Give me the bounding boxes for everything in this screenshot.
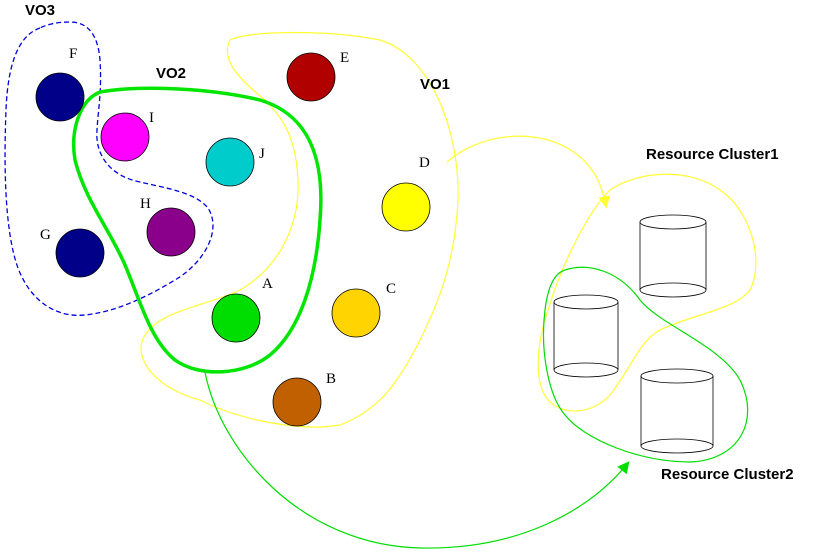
vo2-label: VO2 (156, 65, 186, 82)
cluster2-label: Resource Cluster2 (661, 466, 794, 483)
cluster1-label: Resource Cluster1 (646, 146, 779, 163)
node-f-circle (35, 72, 85, 122)
node-f-label: F (69, 46, 77, 62)
node-c-label: C (386, 281, 396, 297)
cluster2-boundary (542, 266, 749, 463)
node-h-circle (146, 207, 196, 257)
cluster1-boundary (537, 173, 757, 412)
node-e-label: E (340, 50, 349, 66)
node-c-circle (331, 288, 381, 338)
storage-cylinder-3 (640, 368, 714, 454)
node-j-circle (205, 137, 255, 187)
node-i-label: I (149, 110, 154, 126)
vo1-boundary (140, 31, 459, 428)
vo2-boundary (72, 86, 323, 374)
node-e-circle (286, 52, 336, 102)
node-i-circle (100, 112, 150, 162)
node-b-label: B (326, 371, 336, 387)
storage-cylinder-2 (553, 294, 619, 378)
node-a-label: A (262, 276, 273, 292)
node-d-label: D (419, 155, 430, 171)
storage-cylinder-1 (639, 214, 707, 298)
node-h-label: H (140, 196, 151, 212)
node-b-circle (272, 377, 322, 427)
node-d-circle (381, 182, 431, 232)
node-g-circle (55, 228, 105, 278)
vo3-boundary (4, 21, 214, 316)
vo3-label: VO3 (25, 2, 55, 19)
node-j-label: J (259, 146, 265, 162)
vo1-label: VO1 (420, 76, 450, 93)
vo2-to-cluster2-arrow (204, 371, 630, 549)
vo1-to-cluster1-arrow (446, 135, 611, 209)
node-a-circle (211, 293, 261, 343)
node-g-label: G (40, 227, 51, 243)
